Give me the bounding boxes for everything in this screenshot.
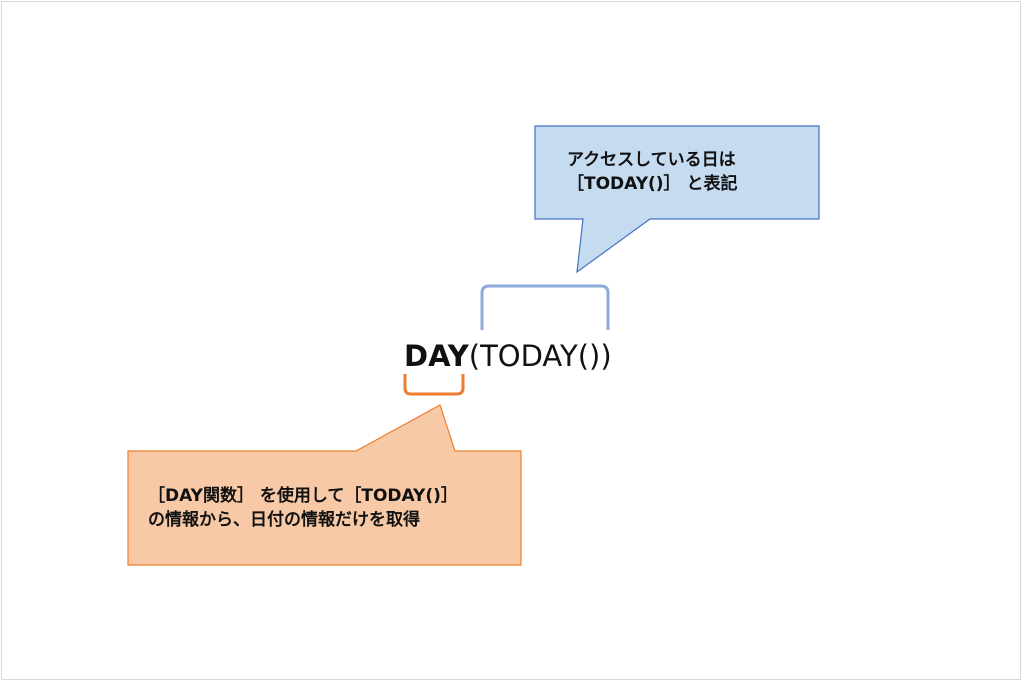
orange-callout-box (127, 404, 522, 566)
orange-callout-text: ［DAY関数］ を使用して［TODAY()］ の情報から、日付の情報だけを取得 (148, 484, 458, 532)
blue-callout-line2: ［TODAY()］ と表記 (567, 174, 738, 194)
orange-callout-line1: ［DAY関数］ を使用して［TODAY()］ (148, 486, 458, 506)
formula-text: DAY(TODAY()) (404, 334, 612, 378)
orange-callout-line2: の情報から、日付の情報だけを取得 (148, 510, 420, 530)
argument-bracket (480, 284, 610, 330)
blue-callout-box (534, 125, 820, 274)
blue-callout-text: アクセスしている日は ［TODAY()］ と表記 (567, 148, 737, 196)
formula-function: DAY (404, 339, 469, 373)
function-bracket (403, 374, 465, 396)
blue-callout-line1: アクセスしている日は (567, 150, 736, 170)
formula-argument: (TODAY()) (468, 339, 612, 373)
